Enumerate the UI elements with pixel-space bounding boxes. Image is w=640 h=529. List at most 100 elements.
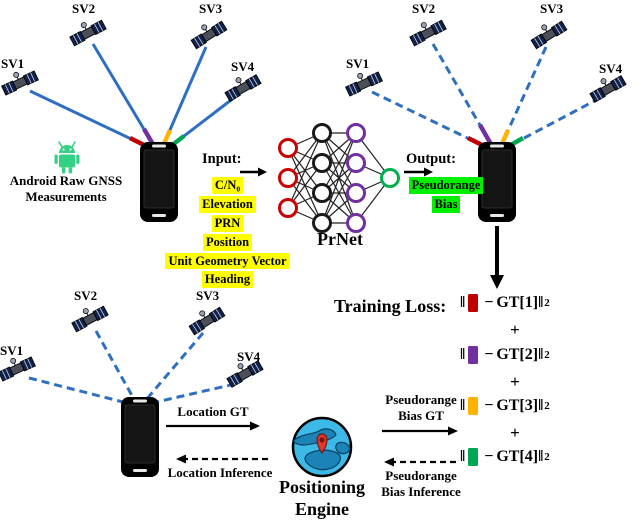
output-list: Pseudorange Bias bbox=[402, 177, 490, 213]
globe-landmass bbox=[293, 428, 351, 471]
signal-line-sv4 bbox=[151, 382, 236, 405]
gt-term: GT[4] bbox=[496, 448, 539, 465]
bias-swatch-sv4 bbox=[468, 448, 479, 466]
output-label: Output: bbox=[406, 151, 456, 167]
sv-label-tl-1: SV1 bbox=[1, 56, 25, 71]
nn-input-node bbox=[278, 168, 298, 188]
location-gt-arrow bbox=[166, 421, 260, 431]
loss-term-3: ‖ − GT[3] ‖ 2 bbox=[460, 397, 550, 415]
bias-gt-label: Pseudorange Bias GT bbox=[376, 392, 466, 425]
nn-hidden-node bbox=[346, 123, 366, 143]
gt-term: GT[1] bbox=[496, 294, 539, 311]
network-name: PrNet bbox=[317, 229, 363, 249]
norm-close: ‖ bbox=[538, 346, 544, 363]
sv-label-tl-3: SV3 bbox=[199, 1, 223, 16]
minus-sign: − bbox=[484, 294, 494, 311]
nn-edges-hidden2-output bbox=[355, 132, 391, 224]
gt-term: GT[3] bbox=[496, 397, 539, 414]
loss-term-2: ‖ − GT[2] ‖ 2 bbox=[460, 346, 550, 364]
signal-line-sv2 bbox=[91, 43, 156, 147]
training-loss-title: Training Loss: bbox=[334, 296, 447, 316]
gt-term: GT[2] bbox=[496, 346, 539, 363]
nn-output-node bbox=[380, 168, 400, 188]
smartphone-bottom-left bbox=[120, 396, 160, 478]
signal-lines-top-left bbox=[29, 43, 236, 148]
positioning-engine-line2: Engine bbox=[294, 498, 350, 519]
signal-line-sv3 bbox=[499, 46, 548, 147]
input-feature-position: Position bbox=[202, 233, 253, 251]
nn-hidden-node bbox=[346, 213, 366, 233]
sv-label-tr-4: SV4 bbox=[599, 61, 623, 76]
exponent: 2 bbox=[544, 297, 550, 309]
signal-line-sv1 bbox=[371, 90, 485, 148]
sv-label-bl-1: SV1 bbox=[0, 343, 24, 358]
signal-line-sv2 bbox=[94, 330, 137, 402]
input-feature-cn0: C/N₀ bbox=[211, 177, 244, 194]
sv-label-tr-1: SV1 bbox=[346, 56, 370, 71]
nn-edges-input-hidden1 bbox=[287, 132, 323, 224]
nn-hidden-node bbox=[346, 183, 366, 203]
norm-close: ‖ bbox=[538, 448, 544, 465]
training-loss-arrow bbox=[490, 226, 504, 289]
nn-hidden-node bbox=[312, 153, 332, 173]
satellite-icon-tl-sv3 bbox=[187, 15, 228, 50]
nn-edges bbox=[287, 132, 391, 224]
nn-edges-hidden1-hidden2 bbox=[321, 132, 357, 224]
norm-close: ‖ bbox=[538, 397, 544, 414]
output-bias: Bias bbox=[431, 195, 461, 213]
input-feature-elevation: Elevation bbox=[199, 195, 256, 213]
nn-input-layer bbox=[278, 138, 298, 218]
nn-hidden-node bbox=[312, 123, 332, 143]
input-arrow bbox=[240, 167, 267, 177]
exponent: 2 bbox=[544, 451, 550, 463]
satellite-icon-bl-sv2 bbox=[68, 299, 109, 333]
bias-swatch-sv1 bbox=[468, 294, 479, 312]
bias-gt-line1: Pseudorange bbox=[385, 392, 457, 407]
nn-hidden-node bbox=[312, 213, 332, 233]
plus-sign-2: + bbox=[510, 372, 520, 391]
satellite-icon-bl-sv3 bbox=[185, 301, 226, 336]
input-feature-prn: PRN bbox=[211, 214, 244, 232]
sv-label-tl-2: SV2 bbox=[72, 1, 96, 16]
norm-open: ‖ bbox=[460, 346, 466, 363]
android-caption-line2: Measurements bbox=[25, 189, 107, 205]
nn-hidden-layer-2 bbox=[346, 123, 366, 233]
input-feature-list: C/N₀ Elevation PRN Position Unit Geometr… bbox=[160, 177, 295, 289]
signal-line-sv1 bbox=[29, 89, 147, 148]
signal-line-sv3 bbox=[161, 46, 208, 147]
satellite-icon-tr-sv3 bbox=[527, 15, 568, 50]
sv-label-bl-2: SV2 bbox=[74, 288, 98, 303]
sv-label-tr-3: SV3 bbox=[540, 1, 564, 16]
bias-inference-line2: Bias Inference bbox=[381, 484, 461, 500]
nn-hidden-layer-1 bbox=[312, 123, 332, 233]
location-gt-label: Location GT bbox=[177, 404, 249, 419]
satellite-icon-tl-sv2 bbox=[66, 13, 107, 47]
norm-open: ‖ bbox=[460, 448, 466, 465]
signal-line-sv3 bbox=[143, 332, 205, 402]
nn-input-node bbox=[278, 138, 298, 158]
sv-label-bl-4: SV4 bbox=[237, 349, 261, 364]
exponent: 2 bbox=[544, 349, 550, 361]
bias-inference-label: Pseudorange Bias Inference bbox=[372, 468, 470, 501]
sv-label-tl-4: SV4 bbox=[231, 59, 255, 74]
positioning-engine-label: Positioning Engine bbox=[272, 477, 372, 520]
positioning-engine-line1: Positioning bbox=[278, 477, 366, 497]
output-pseudorange: Pseudorange bbox=[408, 177, 484, 194]
input-feature-heading: Heading bbox=[201, 271, 254, 289]
location-pin-icon bbox=[316, 433, 328, 455]
norm-open: ‖ bbox=[460, 294, 466, 311]
minus-sign: − bbox=[484, 397, 494, 414]
exponent: 2 bbox=[544, 400, 550, 412]
loss-term-4: ‖ − GT[4] ‖ 2 bbox=[460, 448, 550, 466]
globe-icon bbox=[291, 416, 353, 478]
bias-gt-arrow bbox=[382, 426, 458, 436]
signal-line-sv4 bbox=[508, 96, 601, 148]
minus-sign: − bbox=[484, 346, 494, 363]
nn-hidden-node bbox=[346, 153, 366, 173]
bias-swatch-sv3 bbox=[468, 397, 479, 415]
bias-gt-line2: Bias GT bbox=[398, 408, 444, 424]
bias-inference-arrow bbox=[384, 457, 456, 467]
loss-term-1: ‖ − GT[1] ‖ 2 bbox=[460, 294, 550, 312]
